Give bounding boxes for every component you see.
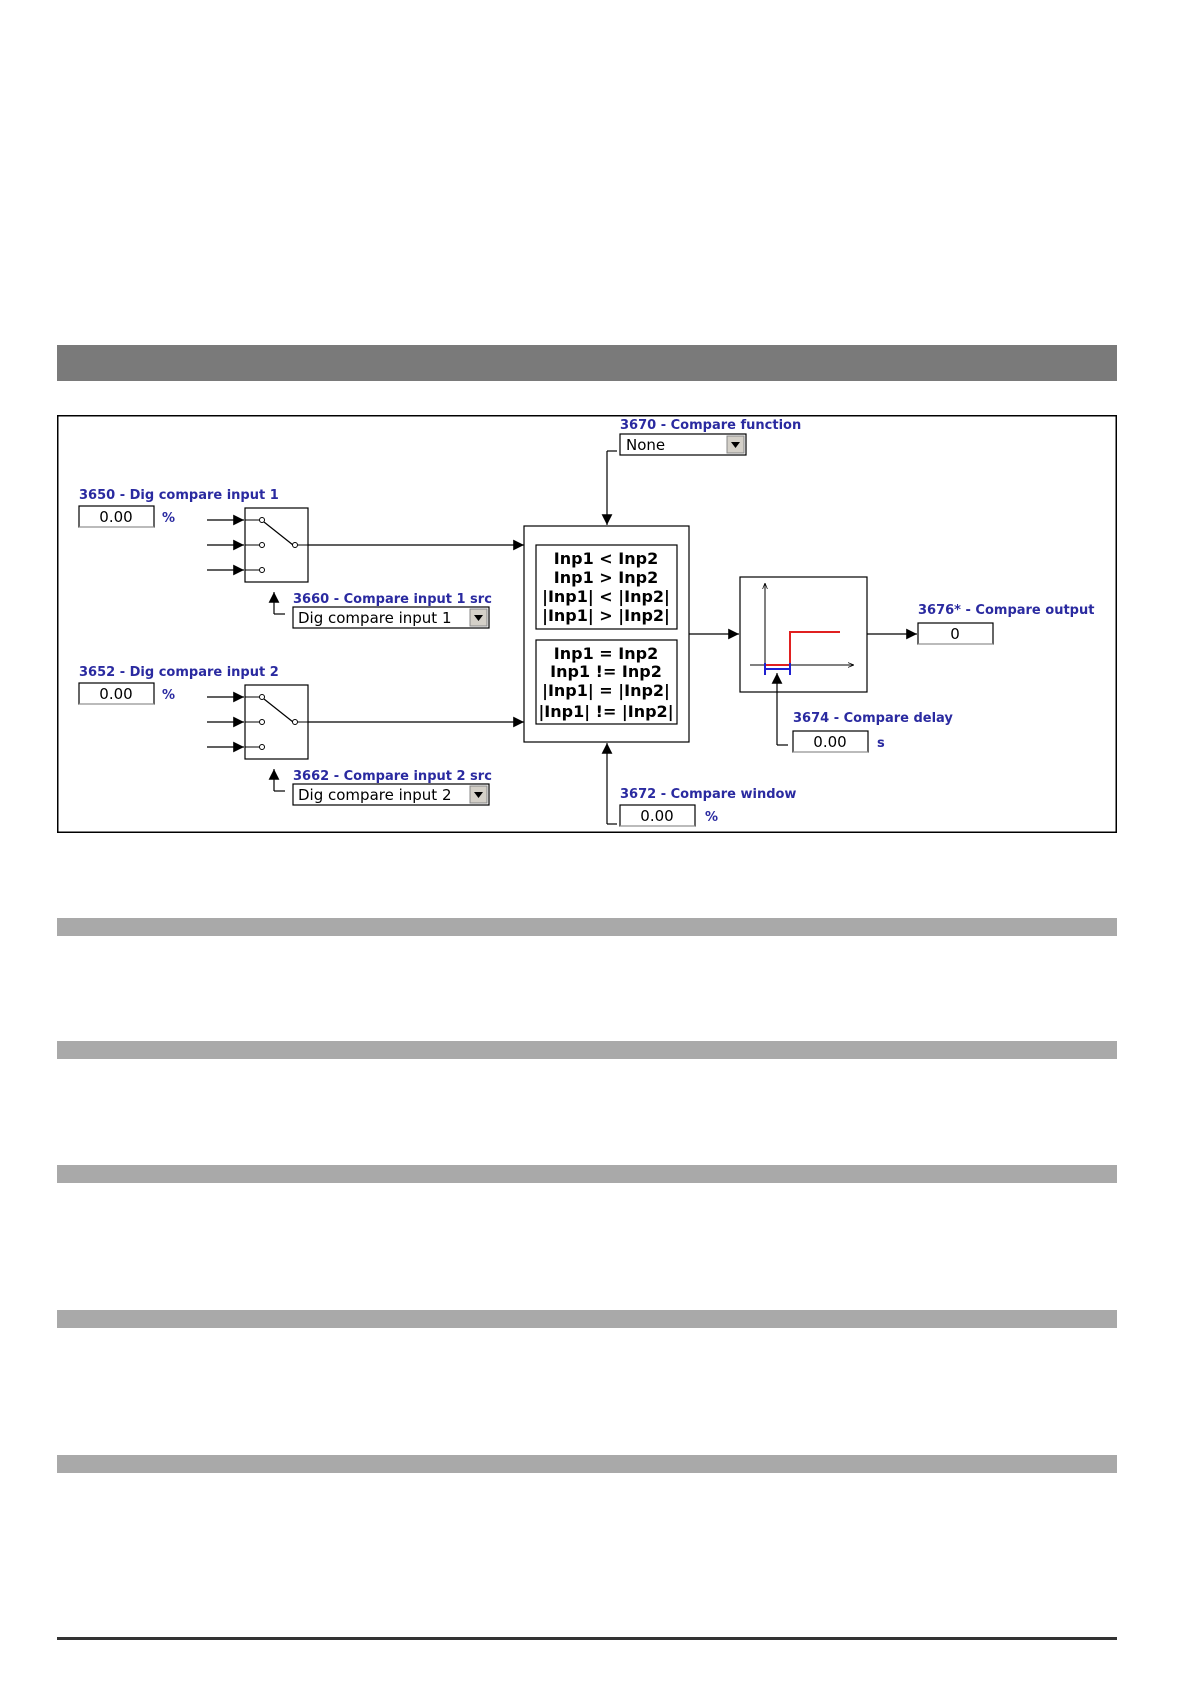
input-2-selector-switch <box>207 684 309 760</box>
dig-compare-input-2-unit: % <box>162 688 175 703</box>
parameter-section-bar <box>57 1455 1117 1473</box>
condition-bottom-2: Inp1 != Inp2 <box>550 662 662 681</box>
section-header-bar <box>57 345 1117 381</box>
compare-delay-unit: s <box>877 736 885 751</box>
condition-bottom-1: Inp1 = Inp2 <box>554 644 658 663</box>
svg-text:0.00: 0.00 <box>99 685 132 703</box>
input-1-selector-switch <box>207 507 309 583</box>
compare-input-2-src-label: 3662 - Compare input 2 src <box>293 769 492 784</box>
digital-compare-block-diagram: 3650 - Dig compare input 1 0.00 % 3660 -… <box>57 415 1117 833</box>
svg-text:0.00: 0.00 <box>99 508 132 526</box>
compare-input-2-src-dropdown[interactable]: Dig compare input 2 <box>292 783 490 806</box>
svg-text:0: 0 <box>950 625 960 643</box>
dig-compare-input-2-label: 3652 - Dig compare input 2 <box>79 665 279 680</box>
footer-rule <box>57 1637 1117 1640</box>
condition-top-3: |Inp1| < |Inp2| <box>542 587 670 607</box>
delay-graph-block <box>739 576 868 693</box>
parameter-section-bar <box>57 1165 1117 1183</box>
compare-window-unit: % <box>705 810 718 825</box>
condition-top-1: Inp1 < Inp2 <box>554 549 658 568</box>
compare-function-label: 3670 - Compare function <box>620 418 801 433</box>
svg-text:Dig compare input 1: Dig compare input 1 <box>298 609 452 627</box>
compare-output-label: 3676* - Compare output <box>918 603 1094 618</box>
chevron-down-icon[interactable] <box>469 785 488 804</box>
svg-text:None: None <box>626 436 665 454</box>
comparator-conditions-bottom <box>535 639 678 725</box>
compare-window-label: 3672 - Compare window <box>620 787 796 802</box>
svg-text:Dig compare input 2: Dig compare input 2 <box>298 786 452 804</box>
dig-compare-input-1-field[interactable]: 0.00 <box>78 505 155 528</box>
compare-window-field[interactable]: 0.00 <box>619 804 696 827</box>
svg-text:0.00: 0.00 <box>640 807 673 825</box>
chevron-down-icon[interactable] <box>726 435 745 454</box>
dig-compare-input-1-label: 3650 - Dig compare input 1 <box>79 488 279 503</box>
condition-bottom-4: |Inp1| != |Inp2| <box>538 702 673 722</box>
compare-delay-label: 3674 - Compare delay <box>793 711 953 726</box>
parameter-section-bar <box>57 1041 1117 1059</box>
compare-output-field: 0 <box>917 622 994 645</box>
condition-top-4: |Inp1| > |Inp2| <box>542 606 670 626</box>
compare-delay-field[interactable]: 0.00 <box>792 730 869 753</box>
compare-input-1-src-label: 3660 - Compare input 1 src <box>293 592 492 607</box>
chevron-down-icon[interactable] <box>469 608 488 627</box>
compare-input-1-src-dropdown[interactable]: Dig compare input 1 <box>292 606 490 629</box>
dig-compare-input-1-unit: % <box>162 511 175 526</box>
dig-compare-input-2-field[interactable]: 0.00 <box>78 682 155 705</box>
svg-text:0.00: 0.00 <box>813 733 846 751</box>
condition-bottom-3: |Inp1| = |Inp2| <box>542 681 670 701</box>
condition-top-2: Inp1 > Inp2 <box>554 568 658 587</box>
parameter-section-bar <box>57 1310 1117 1328</box>
parameter-section-bar <box>57 918 1117 936</box>
comparator-conditions-top <box>535 544 678 630</box>
compare-function-dropdown[interactable]: None <box>619 433 747 456</box>
